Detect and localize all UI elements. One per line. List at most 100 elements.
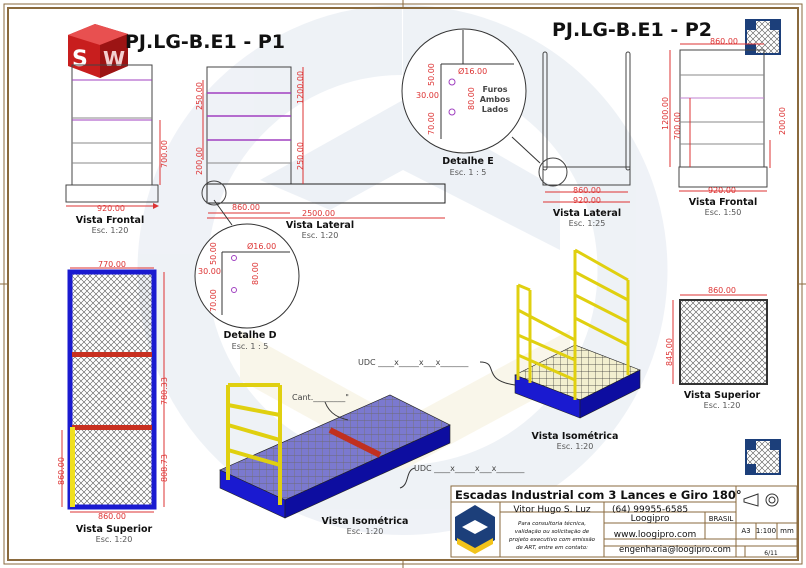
drawing-title: Escadas Industrial com 3 Lances e Giro 1… xyxy=(455,488,742,502)
view-label: Vista Lateral xyxy=(553,208,621,219)
view-label: Vista Frontal xyxy=(76,215,144,226)
drawing-text: Para consultoria técnica, xyxy=(518,520,586,527)
drawing-text: 30.00 xyxy=(416,91,439,100)
drawing-text: 860.00 xyxy=(57,457,66,485)
view-scale: Esc. 1:20 xyxy=(92,226,129,235)
drawing-text: mm xyxy=(780,527,794,535)
view-scale: Esc. 1 : 5 xyxy=(232,342,269,351)
dim-2500: 2500.00 xyxy=(302,209,335,218)
dim-diameter: Ø16.00 xyxy=(247,241,276,251)
drawing-text: Lados xyxy=(482,105,509,114)
view-scale: Esc. 1 : 5 xyxy=(450,168,487,177)
view-superior-p1 xyxy=(61,267,165,513)
title-block xyxy=(450,485,798,558)
view-label: Vista Superior xyxy=(76,524,153,535)
drawing-text: 860.00 xyxy=(708,286,736,295)
view-frontal-p2 xyxy=(669,43,771,192)
drawing-text: 808.73 xyxy=(160,454,169,482)
view-scale: Esc. 1:20 xyxy=(96,535,133,544)
sheet-number: 6/11 xyxy=(764,550,778,557)
cant-annotation: Cant.________" xyxy=(292,393,349,402)
dim-200: 200.00 xyxy=(195,147,204,175)
drawing-text: 30.00 xyxy=(198,267,221,276)
drawing-text: 845.00 xyxy=(665,338,674,366)
detail-d xyxy=(194,199,300,329)
dim-1200: 1200.00 xyxy=(296,71,305,104)
view-scale: Esc. 1:20 xyxy=(704,401,741,410)
drawing-text: S xyxy=(72,47,88,72)
drawing-text: de ART, entre em contato: xyxy=(516,545,588,551)
drawing-text: 50.00 xyxy=(209,242,218,265)
view-isometric-p1 xyxy=(219,383,451,519)
solidworks-logo-icon: S W xyxy=(68,24,128,78)
drawing-text: A3 xyxy=(741,527,750,535)
view-label: Vista Isométrica xyxy=(322,516,409,527)
drawing-text: 1200.00 xyxy=(661,97,670,130)
view-label: Vista Superior xyxy=(684,390,761,401)
drawing-text: 70.00 xyxy=(209,289,218,312)
view-superior-p2 xyxy=(672,294,768,385)
leader-line xyxy=(324,401,349,421)
drawing-text: 80.00 xyxy=(251,262,260,285)
drawing-text: 770.00 xyxy=(98,260,126,269)
view-scale: Esc. 1:20 xyxy=(302,231,339,240)
drawing-text: 860.00 xyxy=(98,512,126,521)
drawing-text: BRASIL xyxy=(709,515,734,523)
drawing-text: Ø16.00 xyxy=(458,66,487,76)
drawing-text: 920.00 xyxy=(708,186,736,195)
qr-code-icon xyxy=(745,19,781,55)
detail-d-marker xyxy=(201,180,227,206)
detail-e-marker xyxy=(538,157,568,187)
view-isometric-p2 xyxy=(514,248,641,419)
drawing-text: 860.00 xyxy=(710,37,738,46)
company-name: Loogipro xyxy=(631,514,670,524)
view-label: Detalhe E xyxy=(442,156,494,167)
drawing-text: 780.33 xyxy=(160,377,169,405)
view-scale: Esc. 1:20 xyxy=(557,442,594,451)
qr-code-icon xyxy=(745,439,781,475)
drawing-text: 200.00 xyxy=(778,107,787,135)
view-lateral-p1 xyxy=(202,66,446,219)
drawing-text: 920.00 xyxy=(573,196,601,205)
dim-250: 250.00 xyxy=(296,142,305,170)
email: engenharia@loogipro.com xyxy=(619,545,731,555)
dim-250: 250.00 xyxy=(195,82,204,110)
view-scale: Esc. 1:50 xyxy=(705,208,742,217)
sheet-title-p1: PJ.LG-B.E1 - P1 xyxy=(125,31,285,53)
view-label: Vista Lateral xyxy=(286,220,354,231)
loogipro-logo-icon xyxy=(455,505,495,554)
udc-annotation: UDC ____x_____x___x_______ xyxy=(414,464,525,473)
view-scale: Esc. 1:20 xyxy=(347,527,384,536)
drawing-text: validação ou solicitação de xyxy=(515,529,590,535)
phone-number: (64) 99955-6585 xyxy=(612,505,688,515)
leader-line xyxy=(399,467,416,489)
drawing-text: 700.00 xyxy=(673,112,682,140)
projection-symbol-icon xyxy=(743,493,779,507)
sheet-title-p2: PJ.LG-B.E1 - P2 xyxy=(552,19,712,41)
drawing-text: 70.00 xyxy=(427,112,436,135)
view-label: Vista Isométrica xyxy=(532,431,619,442)
drawing-text: 1:100 xyxy=(756,527,776,535)
dim-920: 920.00 xyxy=(97,204,125,213)
designer-name: Vitor Hugo S. Luz xyxy=(513,505,591,515)
dim-860: 860.00 xyxy=(232,203,260,212)
drawing-text: projeto executivo com emissão xyxy=(508,537,596,543)
website: www.loogipro.com xyxy=(614,530,697,540)
detail-e xyxy=(401,28,541,164)
leader-line xyxy=(479,361,516,386)
drawing-text: W xyxy=(103,47,125,71)
dim-700: 700.00 xyxy=(160,140,169,168)
drawing-text: 80.00 xyxy=(467,87,476,110)
drawing-text: Furos xyxy=(483,85,508,94)
drawing-text: Ambos xyxy=(480,95,511,104)
view-label: Detalhe D xyxy=(224,330,277,341)
view-label: Vista Frontal xyxy=(689,197,757,208)
drawing-text: 50.00 xyxy=(427,63,436,86)
view-lateral-p2 xyxy=(542,51,631,203)
view-scale: Esc. 1:25 xyxy=(569,219,606,228)
drawing-text: 860.00 xyxy=(573,186,601,195)
view-frontal-p1 xyxy=(65,64,161,209)
